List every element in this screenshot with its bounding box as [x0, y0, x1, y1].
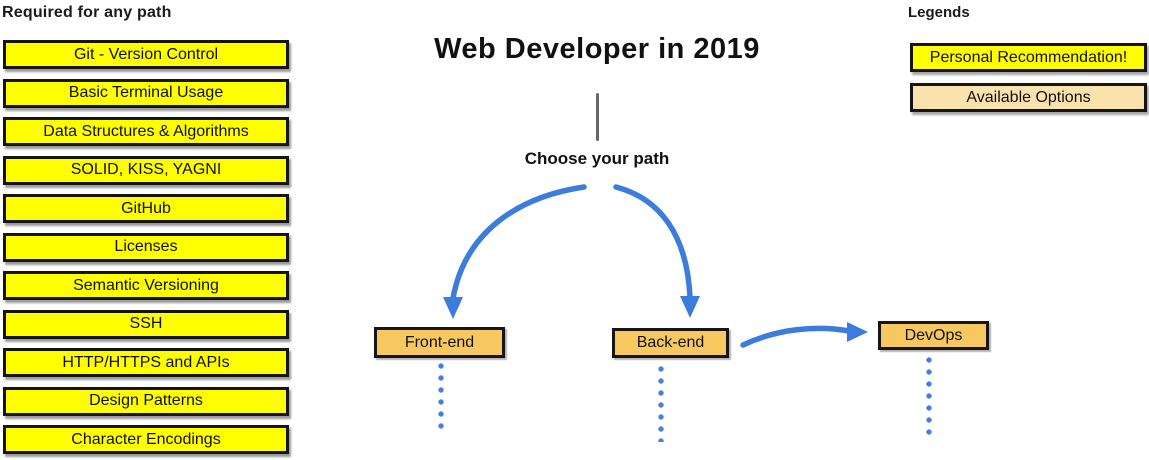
- path-node-devops[interactable]: DevOps: [878, 321, 989, 350]
- dotted-continuation-backend: [658, 366, 664, 442]
- legend-available-options: Available Options: [910, 83, 1147, 112]
- arrowhead-frontend: [443, 297, 463, 319]
- required-item-terminal[interactable]: Basic Terminal Usage: [3, 78, 289, 108]
- path-node-frontend[interactable]: Front-end: [374, 327, 505, 358]
- required-list: Git - Version Control Basic Terminal Usa…: [3, 40, 289, 454]
- arrow-to-frontend: [450, 184, 587, 301]
- arrowhead-backend: [680, 296, 700, 318]
- arrow-to-backend: [613, 184, 693, 300]
- required-item-ssh[interactable]: SSH: [3, 309, 289, 339]
- required-item-github[interactable]: GitHub: [3, 194, 289, 223]
- required-item-git[interactable]: Git - Version Control: [3, 40, 289, 69]
- choose-your-path-label: Choose your path: [524, 149, 670, 168]
- required-item-dsa[interactable]: Data Structures & Algorithms: [3, 117, 289, 146]
- arrowhead-devops: [847, 322, 868, 342]
- required-item-semver[interactable]: Semantic Versioning: [3, 271, 289, 300]
- arrow-to-devops: [740, 325, 852, 348]
- legend-personal-recommendation: Personal Recommendation!: [910, 43, 1147, 72]
- dotted-continuation-devops: [926, 357, 932, 441]
- dotted-continuation-frontend: [438, 363, 444, 435]
- legend-heading: Legends: [908, 4, 970, 21]
- required-item-encodings[interactable]: Character Encodings: [3, 425, 289, 454]
- page-title: Web Developer in 2019: [434, 33, 760, 65]
- path-node-backend[interactable]: Back-end: [612, 328, 729, 358]
- required-item-solid[interactable]: SOLID, KISS, YAGNI: [3, 155, 289, 185]
- required-item-licenses[interactable]: Licenses: [3, 232, 289, 262]
- required-section-heading: Required for any path: [2, 4, 172, 21]
- required-item-design-patterns[interactable]: Design Patterns: [3, 386, 289, 416]
- stem-line: [596, 93, 599, 141]
- required-item-http[interactable]: HTTP/HTTPS and APIs: [3, 348, 289, 377]
